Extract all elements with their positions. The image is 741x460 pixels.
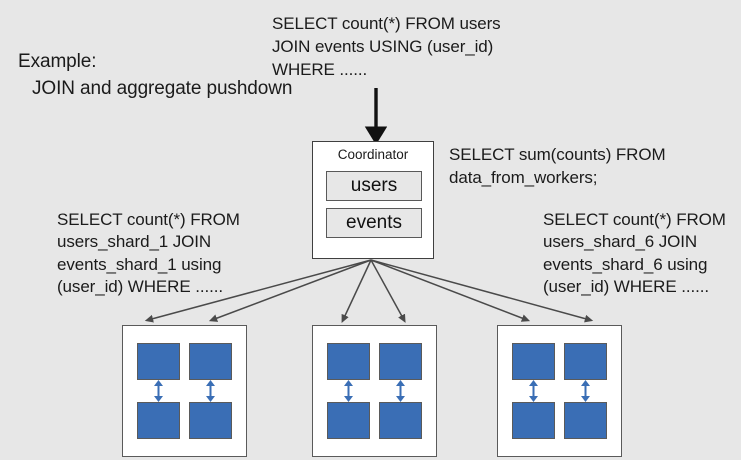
coordinator-table-events[interactable]: events [326, 208, 422, 238]
worker-node-2[interactable] [312, 325, 437, 457]
example-caption-subtitle: JOIN and aggregate pushdown [32, 78, 293, 100]
replication-arrow [396, 380, 405, 402]
coordinator-table-users[interactable]: users [326, 171, 422, 201]
worker-node-1[interactable] [122, 325, 247, 457]
shard-block[interactable] [564, 343, 607, 380]
shard-block[interactable] [327, 402, 370, 439]
fanout-arrow-4 [370, 259, 406, 323]
fanout-arrow-3 [341, 259, 372, 323]
example-caption: Example: JOIN and aggregate pushdown [18, 20, 292, 130]
replication-arrow [154, 380, 163, 402]
replication-arrow [206, 380, 215, 402]
shard-block[interactable] [189, 402, 232, 439]
replication-arrow [344, 380, 353, 402]
fanout-arrow-5 [370, 259, 531, 322]
replication-arrow [529, 380, 538, 402]
shard-block[interactable] [564, 402, 607, 439]
shard-block[interactable] [512, 402, 555, 439]
shard-block[interactable] [512, 343, 555, 380]
shard-block[interactable] [189, 343, 232, 380]
shard-block[interactable] [327, 343, 370, 380]
left-worker-query-text: SELECT count(*) FROM users_shard_1 JOIN … [57, 210, 240, 297]
shard-block[interactable] [379, 402, 422, 439]
shard-block[interactable] [137, 343, 180, 380]
coordinator-node[interactable]: Coordinator users events [312, 141, 434, 259]
replication-arrow [581, 380, 590, 402]
coordinator-title: Coordinator [337, 147, 409, 162]
worker-node-3[interactable] [497, 325, 622, 457]
example-caption-title: Example: [18, 50, 97, 72]
top-query-text: SELECT count(*) FROM users JOIN events U… [272, 14, 501, 80]
shard-block[interactable] [379, 343, 422, 380]
shard-block[interactable] [137, 402, 180, 439]
right-worker-query-text: SELECT count(*) FROM users_shard_6 JOIN … [543, 210, 726, 297]
coordinator-query-text: SELECT sum(counts) FROM data_from_worker… [449, 145, 666, 188]
